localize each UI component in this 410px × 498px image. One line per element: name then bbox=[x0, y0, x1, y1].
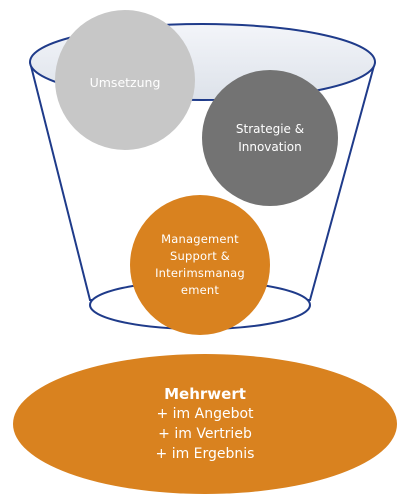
strategie-circle bbox=[202, 70, 338, 206]
strategie-text-line1: Strategie & bbox=[235, 122, 305, 136]
strategie-label: Strategie & Innovation bbox=[200, 116, 340, 160]
umsetzung-label: Umsetzung bbox=[55, 60, 195, 104]
umsetzung-circle bbox=[55, 10, 195, 150]
strategie-text-line2: Innovation bbox=[238, 140, 302, 154]
mehrwert-title: Mehrwert bbox=[164, 385, 246, 403]
management-text-line4: ement bbox=[180, 283, 220, 297]
mehrwert-item-angebot: + im Angebot bbox=[156, 406, 254, 422]
mehrwert-label: Mehrwert + im Angebot + im Vertrieb + im… bbox=[90, 378, 320, 470]
mehrwert-item-vertrieb: + im Vertrieb bbox=[158, 426, 252, 442]
management-text-line3: Interimsmanag bbox=[155, 266, 245, 280]
management-label: Management Support & Interimsmanag ement bbox=[130, 228, 270, 302]
mehrwert-ellipse bbox=[13, 354, 397, 494]
management-text-line1: Management bbox=[161, 232, 239, 246]
management-circle bbox=[130, 195, 270, 335]
management-text-line2: Support & bbox=[170, 249, 230, 263]
mehrwert-item-ergebnis: + im Ergebnis bbox=[155, 446, 255, 462]
umsetzung-text: Umsetzung bbox=[89, 74, 161, 90]
